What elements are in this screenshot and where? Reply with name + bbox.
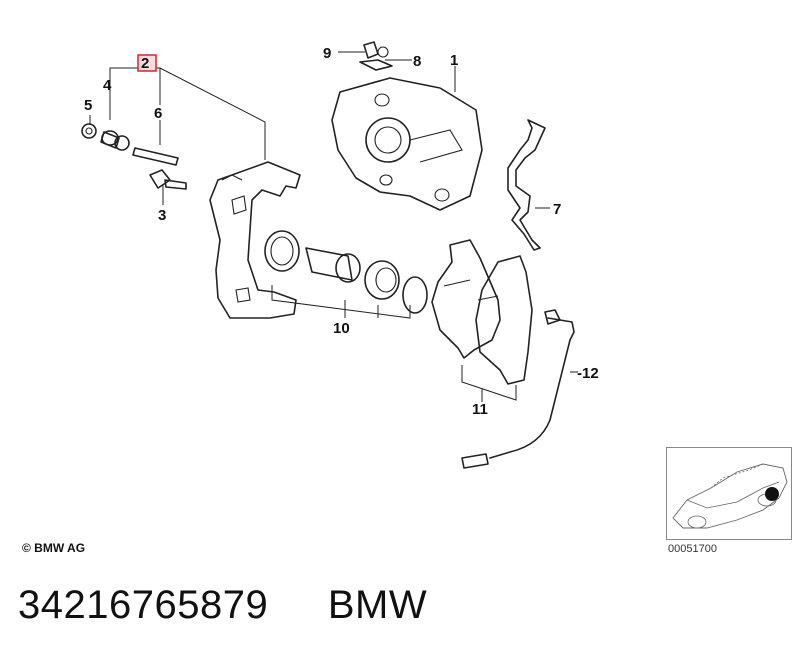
caliper-carrier — [209, 161, 301, 319]
callout-8: 8 — [413, 53, 421, 70]
wear-sensor — [461, 309, 575, 469]
callout-1: 1 — [450, 52, 458, 69]
copyright-notice: © BMW AG — [22, 541, 86, 555]
guide-pin-parts — [81, 123, 187, 190]
caliper-housing — [331, 77, 483, 211]
brand-name: BMW — [327, 583, 428, 627]
car-location-thumbnail — [666, 447, 792, 540]
car-outline-icon — [672, 463, 788, 529]
leader-lines — [89, 51, 578, 402]
callout-7: 7 — [553, 201, 561, 218]
bleeder-valve — [359, 41, 393, 71]
callout-3: 3 — [158, 207, 166, 224]
callout-6: 6 — [154, 105, 162, 122]
highlight-box — [137, 54, 157, 72]
callout-2: 2 — [141, 55, 149, 72]
callout-9: 9 — [323, 45, 331, 62]
location-marker-icon — [765, 487, 779, 501]
callout-12: -12 — [577, 365, 599, 382]
callout-11: 11 — [472, 401, 488, 418]
brake-pads — [431, 239, 533, 385]
diagram-code: 00051700 — [668, 543, 717, 555]
callout-4: 4 — [103, 77, 112, 94]
part-footer: 34216765879 BMW — [18, 583, 427, 628]
callout-10: 10 — [333, 320, 350, 337]
spring-clip — [507, 119, 546, 251]
callout-5: 5 — [84, 97, 92, 114]
piston-parts — [264, 230, 428, 314]
part-number: 34216765879 — [18, 583, 269, 627]
callouts: 1 2 3 4 5 6 7 8 9 10 11 -12 — [84, 45, 599, 418]
